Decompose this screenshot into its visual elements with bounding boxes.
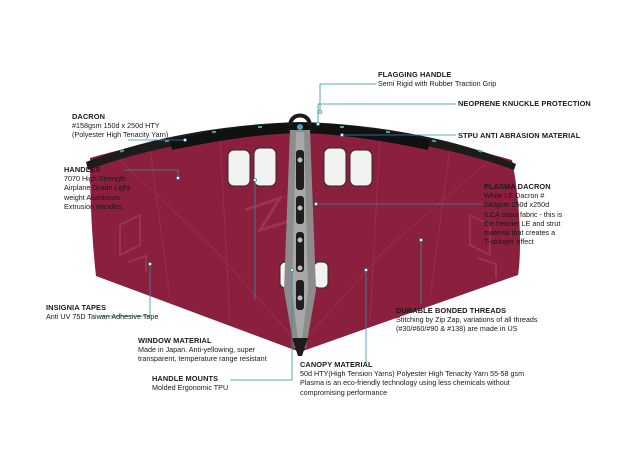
callout-title: FLAGGING HANDLE: [378, 70, 452, 79]
callout-desc: Molded Ergonomic TPU: [152, 383, 229, 393]
callout-desc: White LE Dacron #: [484, 191, 545, 201]
callout-neoprene: NEOPRENE KNUCKLE PROTECTION: [458, 99, 591, 108]
callout-stpu: STPU ANTI ABRASION MATERIAL: [458, 131, 580, 140]
callout-title: INSIGNIA TAPES: [46, 303, 107, 312]
callout-desc: 50d HTY(High Tension Yarns) Polyester Hi…: [300, 369, 525, 379]
callout-desc: transparent, temperature range resistant: [138, 354, 267, 364]
wing-tip-bottom: [292, 338, 308, 356]
callout-desc: material that creates a: [484, 228, 556, 238]
callout-desc: (#30/#60/#90 & #138) are made in US: [396, 324, 518, 334]
leader-lines: [100, 83, 482, 381]
callout-desc: (Polyester High Tenacity Yarn): [72, 130, 169, 140]
callout-title: PLASMA DACRON: [484, 182, 551, 191]
callout-flagging-handle: FLAGGING HANDLE Semi Rigid with Rubber T…: [378, 70, 496, 88]
callout-desc: compromising performance: [300, 387, 388, 397]
callout-durable-threads: DURABLE BONDED THREADS Stitching by Zip …: [396, 306, 537, 334]
flagging-handle: [288, 113, 312, 130]
callout-title: NEOPRENE KNUCKLE PROTECTION: [458, 99, 591, 108]
callout-window-material: WINDOW MATERIAL Made in Japan. Anti-yell…: [138, 336, 267, 364]
leading-edge: [86, 122, 516, 170]
callout-title: DURABLE BONDED THREADS: [396, 306, 507, 315]
callout-desc: Made in Japan. Anti-yellowing, super: [138, 345, 256, 355]
strut-handles: [296, 150, 304, 310]
callout-title: HANDLES: [64, 165, 101, 174]
callout-desc: Semi Rigid with Rubber Traction Grip: [378, 79, 497, 89]
callout-handle-mounts: HANDLE MOUNTS Molded Ergonomic TPU: [152, 374, 228, 392]
callout-desc: Airplane Grade Light-: [64, 183, 133, 193]
callout-handles: HANDLES 7070 High Strength Airplane Grad…: [64, 165, 132, 211]
callout-desc: 7070 High Strength: [64, 174, 126, 184]
callout-plasma-dacron: PLASMA DACRON White LE Dacron # 240gsm 2…: [484, 182, 562, 246]
canopy-logo-graphics: [119, 195, 497, 278]
callout-desc: #158gsm 150d x 250d HTY: [72, 121, 160, 131]
callout-desc: 240gsm 250d x250d: [484, 200, 550, 210]
callout-desc: ILCA class fabric - this is: [484, 209, 563, 219]
leader-dots: [148, 110, 423, 272]
callout-title: DACRON: [72, 112, 106, 121]
leading-edge-tube: [170, 123, 430, 150]
leading-edge-accents: [119, 126, 483, 153]
callout-desc: T-stringer effect: [484, 237, 534, 247]
callout-title: HANDLE MOUNTS: [152, 374, 219, 383]
callout-desc: Extrusion Handles: [64, 201, 123, 211]
callout-desc: Anti UV 75D Taiwan Adhesive Tape: [46, 312, 159, 322]
callout-title: STPU ANTI ABRASION MATERIAL: [458, 131, 581, 140]
callout-title: CANOPY MATERIAL: [300, 360, 373, 369]
callout-desc: Stitching by Zip Zap, variations of all …: [396, 315, 538, 325]
canopy-seams: [119, 135, 491, 346]
callout-dacron: DACRON #158gsm 150d x 250d HTY (Polyeste…: [72, 112, 168, 140]
callout-desc: the heavier LE and strut: [484, 218, 561, 228]
callout-desc: Plasma is an eco-friendly technology usi…: [300, 378, 510, 388]
callout-desc: weight Aluminium: [64, 192, 120, 202]
callout-insignia: INSIGNIA TAPES Anti UV 75D Taiwan Adhesi…: [46, 303, 158, 321]
callout-title: WINDOW MATERIAL: [138, 336, 212, 345]
callout-canopy-material: CANOPY MATERIAL 50d HTY(High Tension Yar…: [300, 360, 524, 397]
